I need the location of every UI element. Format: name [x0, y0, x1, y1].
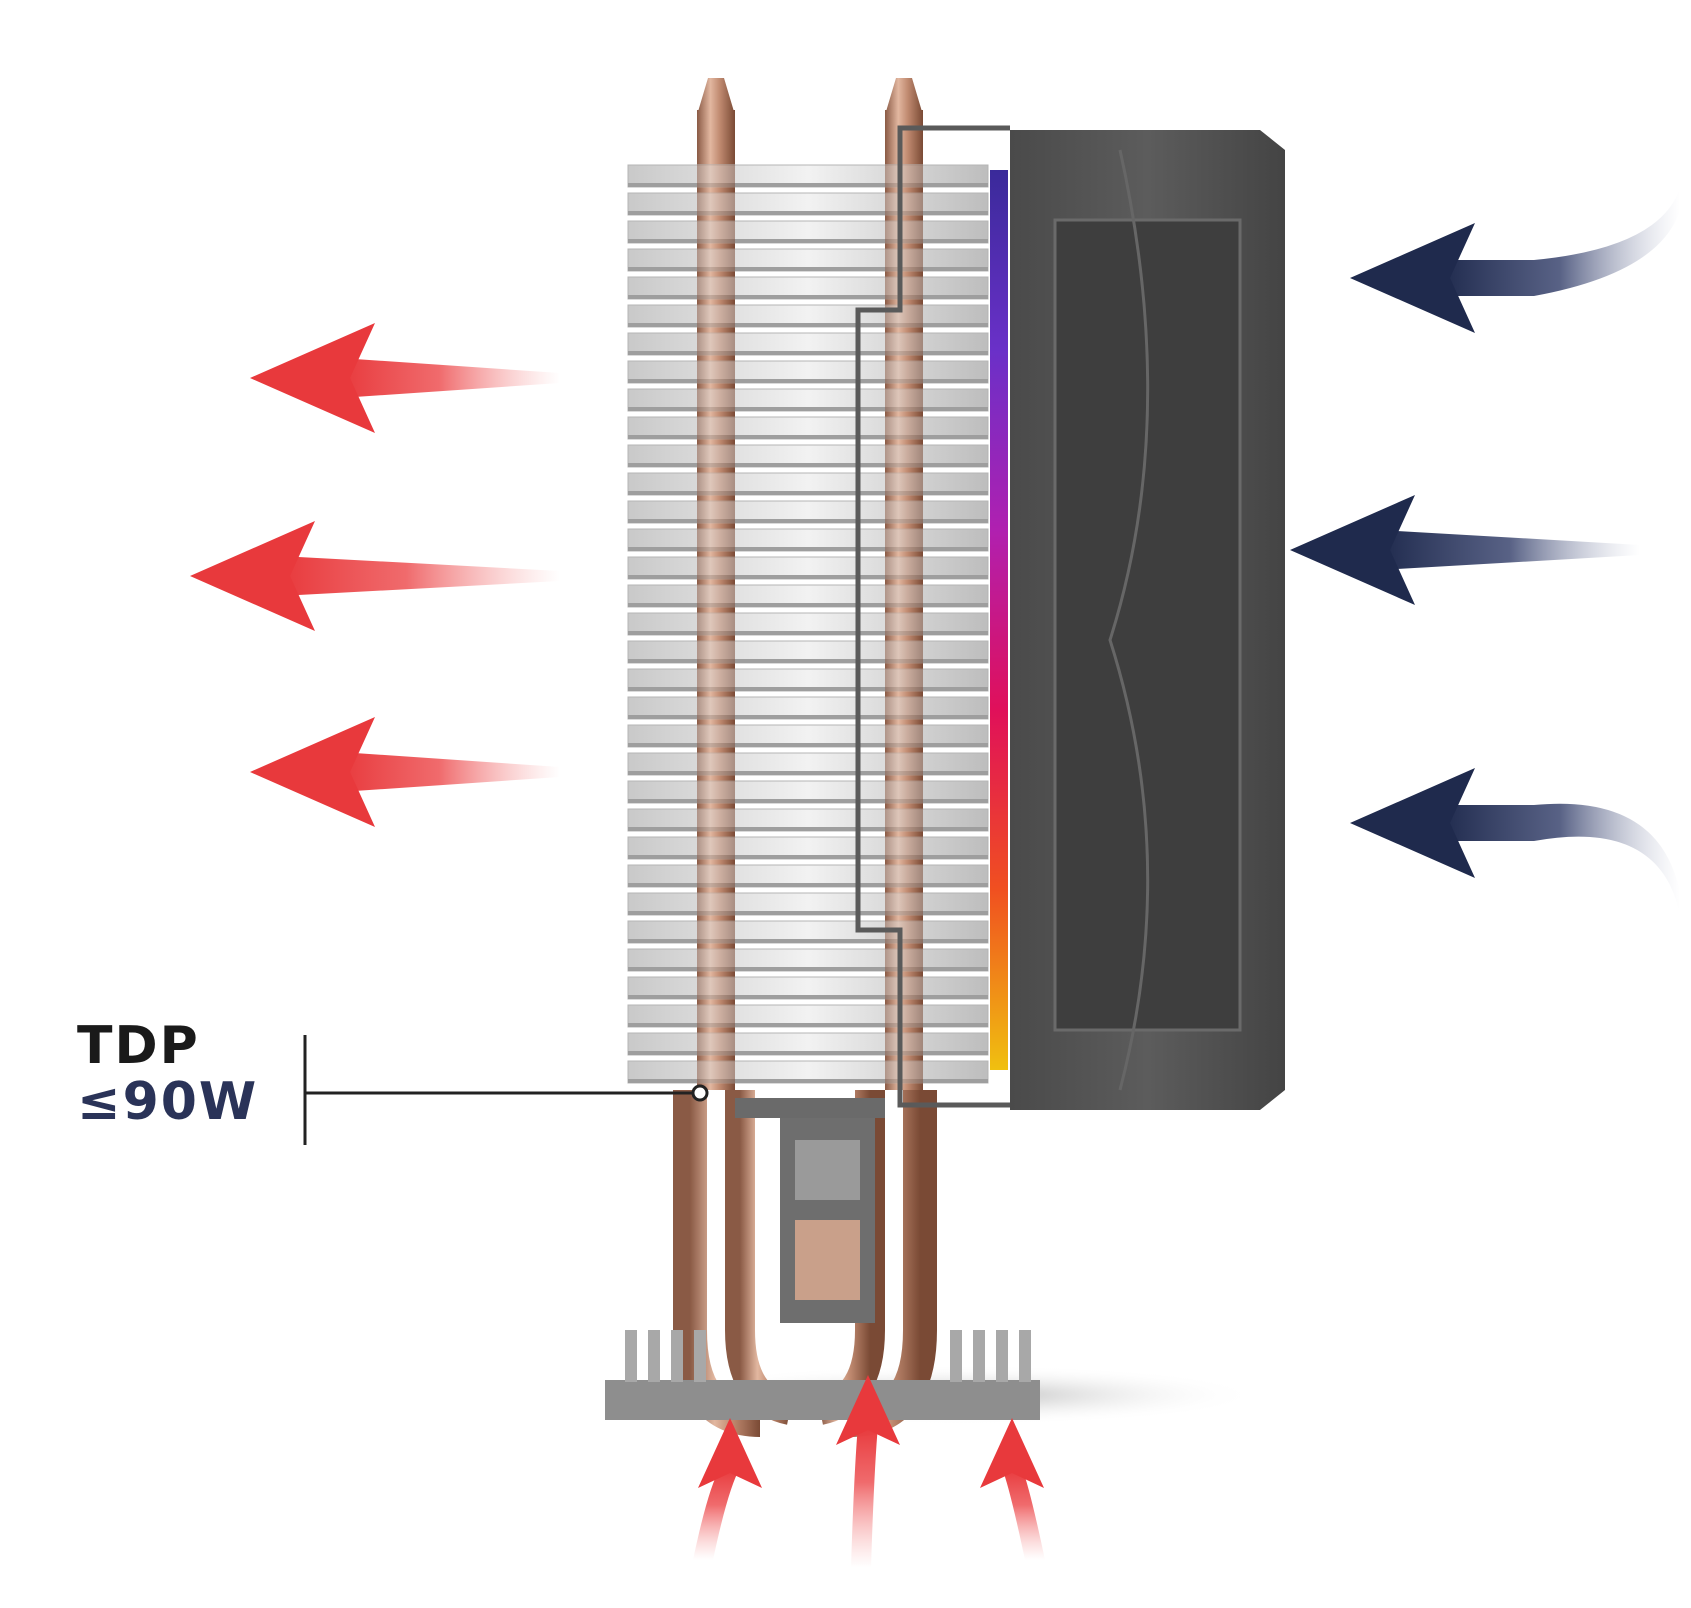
heatsink-fin-edge [628, 323, 988, 327]
heatsink-fin-edge [628, 183, 988, 187]
base-fin [671, 1330, 683, 1382]
heatsink-fin-edge [628, 407, 988, 411]
cooler-base [605, 1330, 1040, 1420]
base-heat-arrow-left [693, 1418, 762, 1560]
heatsink-fin-edge [628, 659, 988, 663]
mounting-bracket [735, 1098, 885, 1323]
base-fin [625, 1330, 637, 1382]
heatsink-fin-edge [628, 883, 988, 887]
intake-arrow-middle [1290, 495, 1640, 605]
heatpipe-through-fins [885, 165, 923, 1090]
base-fin [996, 1330, 1008, 1382]
exhaust-arrow-middle [190, 521, 560, 631]
heatsink-fin-edge [628, 771, 988, 775]
heatsink-fin-edge [628, 855, 988, 859]
heatsink-fin-edge [628, 267, 988, 271]
base-fin [1019, 1330, 1031, 1382]
heatsink-fin-edge [628, 1051, 988, 1055]
heatsink-fin-edge [628, 547, 988, 551]
heatsink-fin-edge [628, 687, 988, 691]
heatsink-fin-edge [628, 519, 988, 523]
fan-clip [855, 125, 1010, 1108]
heatsink-fin-edge [628, 799, 988, 803]
heatsink-fin-edge [628, 1079, 988, 1083]
heatsink-fin-edge [628, 379, 988, 383]
heatpipe-through-fins [697, 165, 735, 1090]
tdp-leader-line [303, 1035, 709, 1145]
heatsink-fin-edge [628, 1023, 988, 1027]
heatsink-fin-edge [628, 575, 988, 579]
heatsink-fin-edge [628, 939, 988, 943]
base-fin [694, 1330, 706, 1382]
heatsink-fin-stack [627, 164, 989, 1090]
base-fin [973, 1330, 985, 1382]
base-heat-arrow-center [836, 1375, 900, 1568]
intake-arrow-bottom [1350, 768, 1680, 915]
heatsink-fin-edge [628, 911, 988, 915]
heatsink-fin-edge [628, 239, 988, 243]
heatsink-fin-edge [628, 631, 988, 635]
tdp-value: ≤90W [77, 1072, 259, 1132]
fan [1010, 130, 1285, 1110]
heatsink-fin-edge [628, 603, 988, 607]
heatsink-fin-edge [628, 463, 988, 467]
heatsink-fin-edge [628, 743, 988, 747]
tdp-label: TDP [77, 1016, 200, 1076]
heatsink-fin-edge [628, 995, 988, 999]
heatsink-fin-edge [628, 351, 988, 355]
heatsink-fin-edge [628, 827, 988, 831]
base-fin [950, 1330, 962, 1382]
base-fin [648, 1330, 660, 1382]
heatsink-fin-edge [628, 967, 988, 971]
heatsink-fin-edge [628, 295, 988, 299]
base-heat-arrow-right [980, 1418, 1045, 1560]
heatsink-fin-edge [628, 715, 988, 719]
exhaust-arrow-top [250, 323, 560, 433]
rgb-led-strip [990, 170, 1008, 1070]
intake-arrow-top [1350, 188, 1680, 333]
heatsink-fin-edge [628, 491, 988, 495]
exhaust-arrow-bottom [250, 717, 560, 827]
heatsink-fin-edge [628, 211, 988, 215]
heatsink-fin-edge [628, 435, 988, 439]
